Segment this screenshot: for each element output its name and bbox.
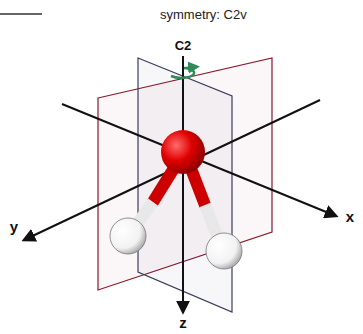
mirror-plane	[138, 58, 232, 312]
hydrogen-atom	[110, 218, 146, 254]
axis-label: z	[179, 315, 187, 330]
axis-label: x	[346, 209, 354, 224]
rule-line	[0, 13, 42, 15]
z-axis	[182, 56, 184, 312]
bond	[205, 205, 218, 238]
oxygen-atom	[161, 130, 205, 174]
y-axis	[24, 100, 320, 240]
axis-label: C2	[175, 39, 192, 52]
rotation-arrow	[171, 68, 194, 78]
symmetry-title: symmetry: C2v	[160, 8, 247, 21]
rotation-arrow-head	[184, 67, 194, 68]
x-axis	[62, 104, 336, 216]
axis-label: y	[10, 219, 18, 234]
hydrogen-atom	[206, 233, 242, 269]
